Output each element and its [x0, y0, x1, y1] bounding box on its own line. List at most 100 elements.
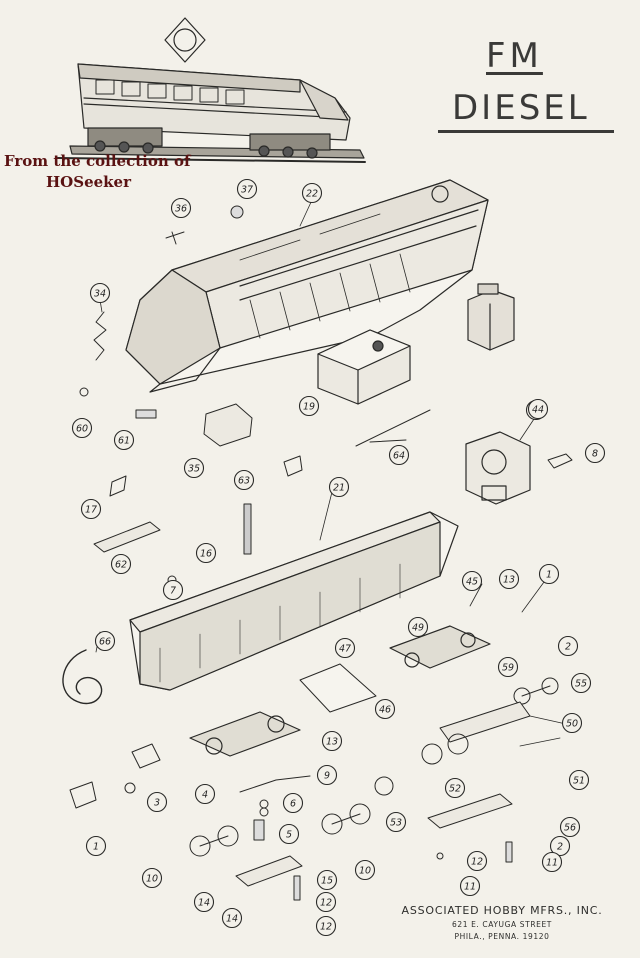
callout-number: 15 [321, 875, 333, 886]
callout-16: 16 [195, 542, 217, 564]
callout-number: 59 [502, 662, 514, 673]
callout-63: 63 [233, 469, 255, 491]
callout-number: 9 [324, 770, 330, 781]
footer-street: 621 E. CAYUGA STREET [451, 920, 552, 929]
callout-36: 36 [170, 197, 192, 219]
callout-14: 14 [193, 891, 215, 913]
callout-45: 45 [461, 570, 483, 592]
callout-number: 7 [170, 585, 176, 596]
callout-number: 44 [532, 404, 544, 415]
callout-11: 11 [541, 851, 563, 873]
collection-credit-line-2: HOSeeker [46, 173, 131, 191]
callout-49: 49 [407, 616, 429, 638]
callout-7: 7 [162, 579, 184, 601]
callout-number: 4 [202, 789, 208, 800]
callout-number: 1 [93, 841, 99, 852]
callout-number: 5 [286, 829, 292, 840]
callout-number: 21 [333, 482, 345, 493]
part-block [317, 329, 411, 405]
callout-4: 4 [194, 783, 216, 805]
callout-15: 15 [316, 869, 338, 891]
callout-62: 62 [110, 553, 132, 575]
callout-37: 37 [236, 178, 258, 200]
title-rule [438, 130, 614, 133]
callout-number: 11 [464, 881, 476, 892]
callout-number: 17 [85, 504, 97, 515]
callout-8: 8 [584, 442, 606, 464]
callout-number: 13 [326, 736, 338, 747]
header-locomotive-illustration [57, 17, 366, 163]
callout-1: 1 [85, 835, 107, 857]
callout-number: 10 [146, 873, 158, 884]
callout-number: 62 [115, 559, 127, 570]
callout-number: 14 [198, 897, 210, 908]
callout-19: 19 [298, 395, 320, 417]
footer-company: ASSOCIATED HOBBY MFRS., INC. [401, 904, 603, 917]
callout-52: 52 [444, 777, 466, 799]
callout-number: 12 [320, 921, 332, 932]
callout-35: 35 [183, 457, 205, 479]
callout-number: 35 [188, 463, 200, 474]
callout-number: 63 [238, 475, 250, 486]
callout-56: 56 [559, 816, 581, 838]
callout-13: 13 [498, 568, 520, 590]
callout-number: 45 [466, 576, 478, 587]
callout-number: 51 [573, 775, 585, 786]
callout-number: 2 [565, 641, 571, 652]
callout-64: 64 [388, 444, 410, 466]
callout-number: 14 [226, 913, 238, 924]
callout-number: 52 [449, 783, 461, 794]
callout-34: 34 [89, 282, 111, 304]
callout-number: 11 [546, 857, 558, 868]
callout-60: 60 [71, 417, 93, 439]
part-front-truck [189, 711, 301, 757]
callout-21: 21 [328, 476, 350, 498]
callout-number: 12 [471, 856, 483, 867]
callout-number: 66 [99, 636, 111, 647]
callout-46: 46 [374, 698, 396, 720]
part-body-shell [125, 179, 489, 393]
callout-number: 34 [94, 288, 106, 299]
callout-59: 59 [497, 656, 519, 678]
callout-number: 56 [564, 822, 576, 833]
callout-3: 3 [146, 791, 168, 813]
callout-51: 51 [568, 769, 590, 791]
callout-number: 10 [359, 865, 371, 876]
title-line-1: FM [486, 36, 543, 76]
callout-number: 22 [306, 188, 318, 199]
callout-number: 36 [175, 203, 187, 214]
collection-credit-line-1: From the collection of [4, 152, 191, 170]
callout-47: 47 [334, 637, 356, 659]
callout-6: 6 [282, 792, 304, 814]
callout-13: 13 [321, 730, 343, 752]
callout-55: 55 [570, 672, 592, 694]
part-weight [467, 283, 515, 351]
callout-2: 2 [549, 835, 571, 857]
callout-number: 6 [290, 798, 296, 809]
callout-44: 44 [527, 398, 549, 420]
callout-50: 50 [561, 712, 583, 734]
callout-number: 13 [503, 574, 515, 585]
callout-number: 50 [566, 718, 578, 729]
callout-12: 12 [315, 915, 337, 937]
manufacturer-footer: ASSOCIATED HOBBY MFRS., INC. 621 E. CAYU… [388, 904, 616, 941]
part-rear-truck [389, 625, 491, 669]
callout-1: 1 [538, 563, 560, 585]
callout-layer: 3736222034606135194486463211716627451312… [71, 178, 606, 937]
title-line-2: DIESEL [452, 88, 590, 128]
callout-14: 14 [221, 907, 243, 929]
callout-number: 37 [241, 184, 253, 195]
callout-2: 2 [557, 635, 579, 657]
callout-17: 17 [80, 498, 102, 520]
callout-10: 10 [141, 867, 163, 889]
callout-number: 49 [412, 622, 424, 633]
callout-number: 19 [303, 401, 315, 412]
callout-number: 47 [339, 643, 351, 654]
callout-number: 55 [575, 678, 587, 689]
callout-number: 12 [320, 897, 332, 908]
callout-61: 61 [113, 429, 135, 451]
callout-10: 10 [354, 859, 376, 881]
callout-number: 8 [592, 448, 598, 459]
